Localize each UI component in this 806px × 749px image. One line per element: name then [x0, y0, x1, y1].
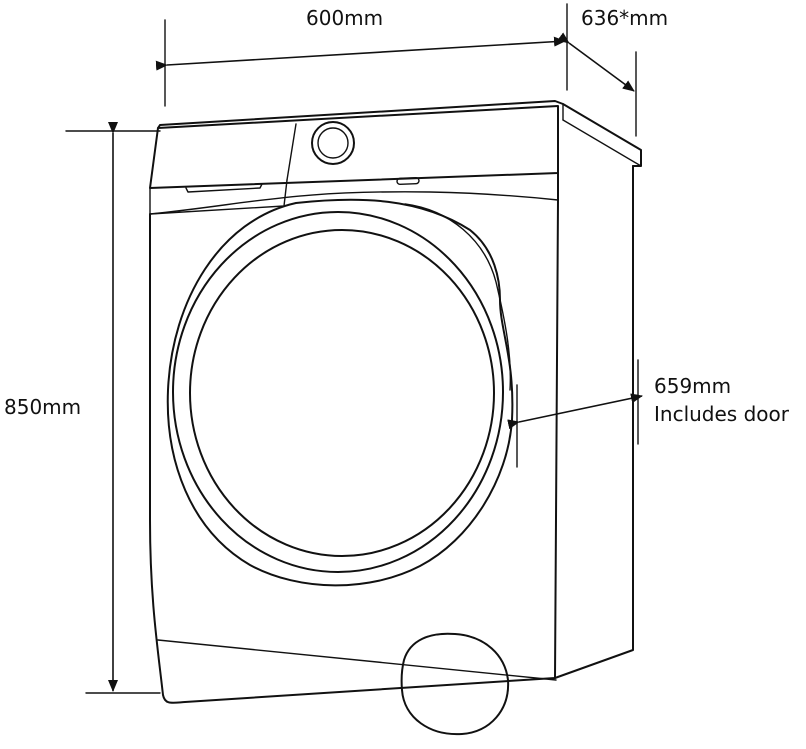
cabinet-plinth-line: [157, 639, 557, 681]
detergent-drawer: [149, 179, 288, 215]
door-outer-rim: [166, 198, 514, 587]
door-ring: [172, 211, 504, 573]
door-depth-dimension: [507, 359, 643, 468]
depth-dimension: [557, 32, 637, 137]
display-indicator: [396, 177, 420, 185]
machine-top: [157, 100, 642, 167]
top-side-edge: [562, 119, 642, 167]
panel-lower-edge: [149, 191, 559, 215]
door-depth-note: Includes door: [654, 402, 789, 426]
control-knob-inner: [317, 127, 349, 159]
filter-cover: [400, 632, 510, 736]
cabinet-side: [554, 165, 634, 679]
width-label: 600mm: [306, 6, 384, 30]
washing-machine: [149, 100, 642, 736]
depth-dimension-line: [557, 32, 635, 92]
door-hinge-curve: [404, 203, 512, 391]
height-label: 850mm: [4, 395, 82, 419]
door-depth-label: 659mm: [654, 374, 732, 398]
cabinet-front: [149, 199, 559, 704]
height-dimension: [65, 122, 161, 694]
control-knob-outer: [311, 121, 355, 165]
width-dimension-line: [155, 36, 566, 71]
door-glass: [189, 229, 495, 557]
depth-label: 636*mm: [581, 6, 669, 30]
door-depth-dimension-line: [507, 393, 643, 430]
drawer-handle: [185, 183, 263, 193]
detergent-drawer-divider: [286, 123, 297, 181]
